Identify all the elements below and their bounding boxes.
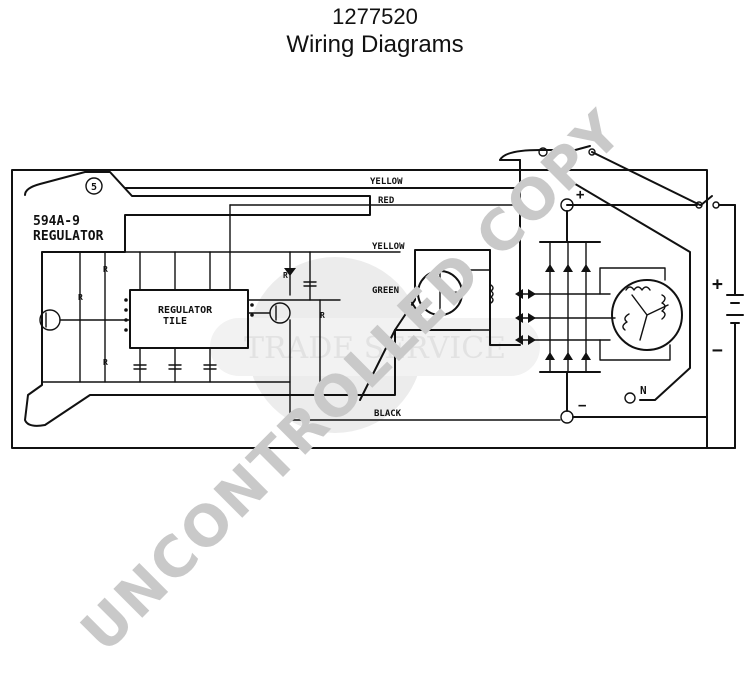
wire-label-yellow-mid: YELLOW bbox=[372, 242, 405, 252]
wire-label-yellow-top: YELLOW bbox=[370, 177, 403, 187]
neutral-terminal bbox=[624, 392, 636, 404]
page-title: Wiring Diagrams bbox=[286, 31, 464, 58]
watermark-logo: TRADE SERVICE bbox=[210, 257, 540, 433]
regulator-tile bbox=[129, 289, 249, 349]
battery-minus: − bbox=[712, 340, 723, 361]
stator-winding bbox=[611, 279, 683, 351]
badge-circle bbox=[85, 177, 103, 195]
main-wiring: + − N + − bbox=[124, 145, 744, 449]
svg-text:R: R bbox=[78, 293, 83, 302]
rectifier-bridge bbox=[515, 241, 671, 373]
neutral-label: N bbox=[640, 384, 647, 397]
regulator-housing bbox=[24, 171, 521, 427]
wire-label-black: BLACK bbox=[374, 409, 402, 419]
housing-outline bbox=[11, 169, 708, 449]
regulator-label: REGULATOR bbox=[33, 229, 104, 244]
page-title-block: 1277520 Wiring Diagrams bbox=[0, 0, 750, 60]
svg-text:R: R bbox=[320, 311, 325, 320]
regulator-tile-label-2: TILE bbox=[163, 316, 187, 327]
field-label: F bbox=[452, 291, 457, 301]
negative-post bbox=[560, 410, 574, 424]
positive-label: + bbox=[576, 187, 584, 203]
wire-label-green: GREEN bbox=[372, 286, 399, 296]
watermark-trade-text: TRADE SERVICE bbox=[244, 331, 506, 366]
svg-text:R: R bbox=[103, 358, 108, 367]
badge-number: 5 bbox=[91, 182, 97, 193]
svg-text:R: R bbox=[283, 271, 288, 280]
field-assembly: F bbox=[359, 269, 494, 401]
battery-plus: + bbox=[712, 274, 723, 295]
part-number: 1277520 bbox=[332, 4, 418, 29]
svg-text:R: R bbox=[103, 265, 108, 274]
negative-label: − bbox=[578, 398, 586, 414]
regulator-model: 594A-9 bbox=[33, 214, 80, 229]
regulator-circuit: R R R R R REGULATOR TILE bbox=[39, 204, 561, 421]
wire-label-red: RED bbox=[378, 196, 395, 206]
regulator-tile-label-1: REGULATOR bbox=[158, 305, 213, 316]
